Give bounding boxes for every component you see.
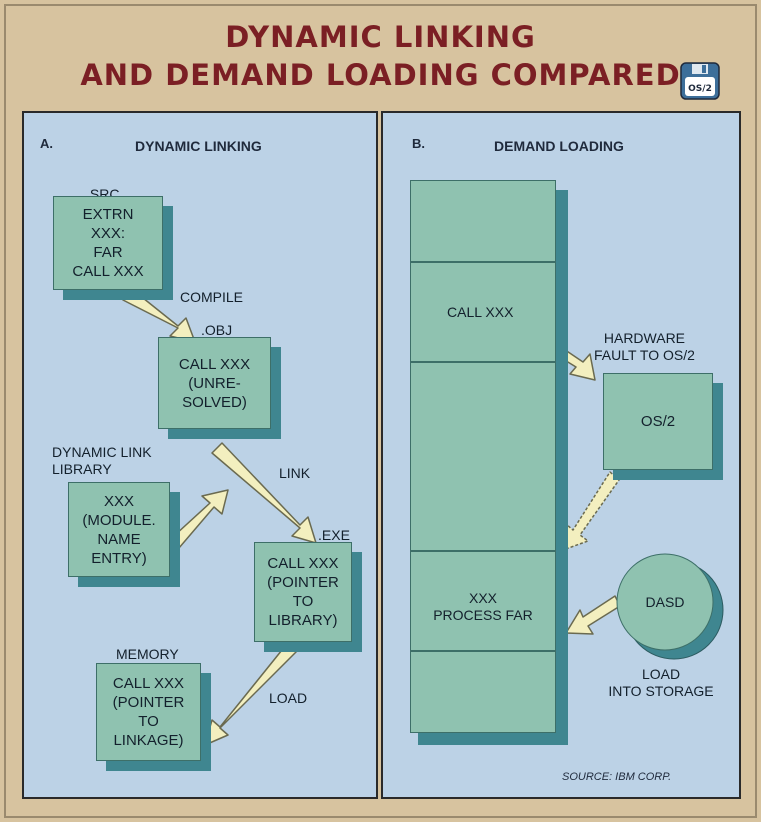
call-xxx-label: CALL XXX [447,304,513,321]
os2-box: OS/2 [603,373,713,470]
dll-label: DYNAMIC LINK LIBRARY [52,444,152,478]
load-label: LOAD [269,690,307,707]
compile-label: COMPILE [180,289,243,306]
memory-box: CALL XXX (POINTER TO LINKAGE) [96,663,201,761]
stack-side [556,190,568,743]
process-far-label: XXX PROCESS FAR [410,590,556,624]
memory-label: MEMORY [116,646,179,663]
dasd-label: DASD [618,594,712,611]
src-box: EXTRN XXX: FAR CALL XXX [53,196,163,290]
exe-box: CALL XXX (POINTER TO LIBRARY) [254,542,352,642]
load-into-storage-label: LOAD INTO STORAGE [606,666,716,700]
link-label: LINK [279,465,310,482]
dll-box: XXX (MODULE. NAME ENTRY) [68,482,170,577]
library-arrow [163,490,228,555]
dasd-arrow [566,596,620,634]
storage-segment [410,651,556,733]
hardware-fault-label: HARDWARE FAULT TO OS/2 [594,330,695,364]
source-credit: SOURCE: IBM CORP. [562,771,671,783]
return-arrow [563,472,619,550]
storage-segment [410,180,556,262]
obj-box: CALL XXX (UNRE- SOLVED) [158,337,271,429]
storage-segment [410,362,556,551]
stack-bottom [418,733,568,745]
